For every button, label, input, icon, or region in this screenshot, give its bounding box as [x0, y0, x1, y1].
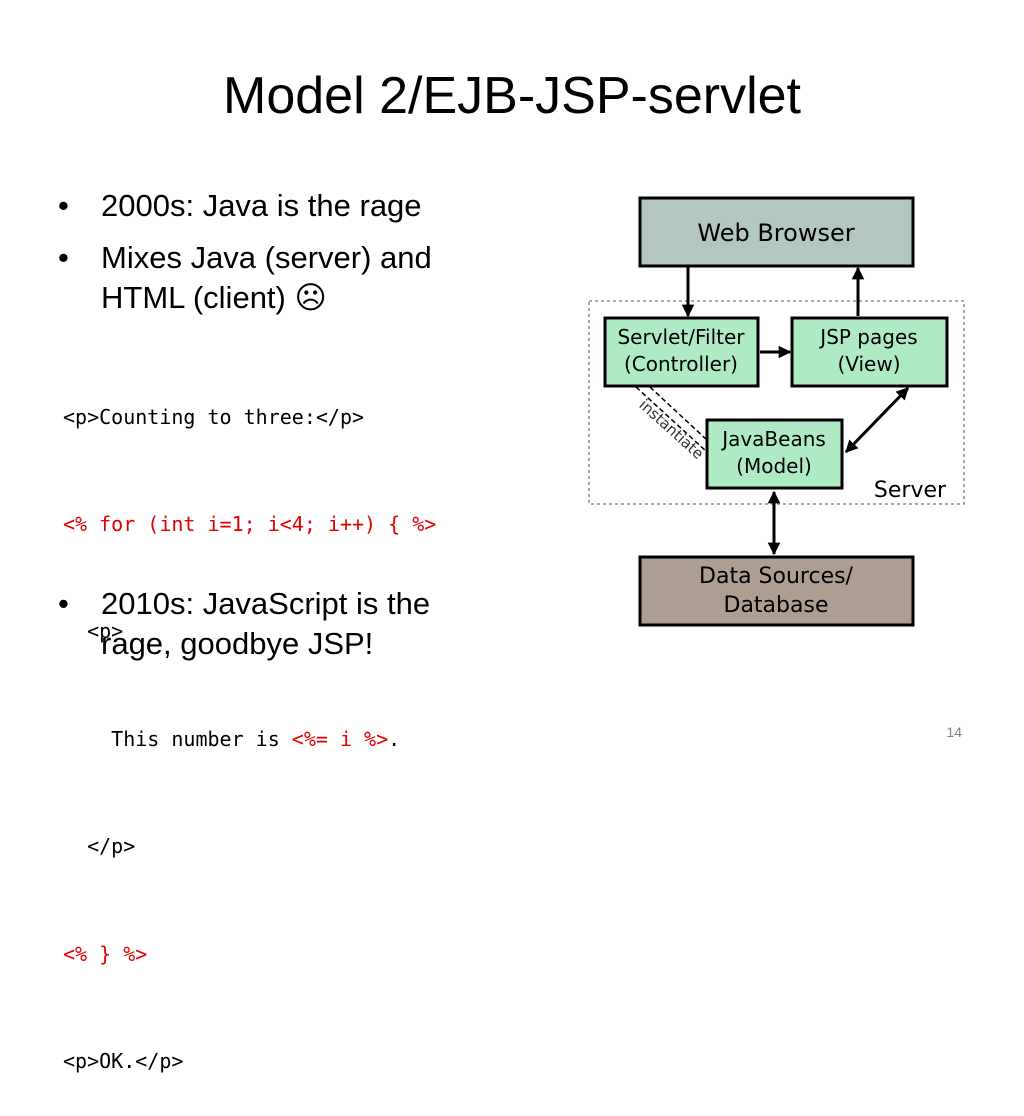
- code-line-1: <p>Counting to three:</p>: [63, 404, 365, 429]
- code-line-4-period: .: [388, 726, 401, 751]
- jsp-pages-box: [790, 316, 949, 388]
- architecture-diagram: Server Web Browser Servlet/Filter (Contr…: [588, 196, 965, 627]
- web-browser-box: [638, 196, 915, 268]
- jsp-pages-label-line1: JSP pages: [818, 325, 917, 349]
- servlet-filter-label-line2: (Controller): [624, 352, 738, 376]
- server-label: Server: [874, 478, 947, 503]
- javabeans-box: [705, 418, 844, 490]
- server-container: [588, 300, 965, 505]
- frown-icon: ☹: [294, 280, 327, 315]
- bullet-2: • Mixes Java (server) and HTML (client) …: [58, 238, 508, 318]
- bullet-text-line1: 2010s: JavaScript is the: [101, 586, 431, 621]
- bullet-text: 2000s: Java is the rage: [101, 188, 422, 223]
- instantiate-connector: [635, 386, 708, 453]
- jsp-javabeans-arrow: [844, 386, 910, 454]
- bullet-marker: •: [58, 188, 69, 223]
- instantiate-connector-inner: [649, 386, 708, 441]
- bullet-marker: •: [58, 586, 69, 621]
- servlet-filter-box: [603, 316, 760, 388]
- bullet-text-line1: Mixes Java (server) and: [101, 240, 432, 275]
- code-line-6: <% } %>: [63, 941, 148, 966]
- slide-title: Model 2/EJB-JSP-servlet: [223, 67, 801, 125]
- servlet-filter-label-line1: Servlet/Filter: [617, 325, 745, 349]
- bullet-text-line2: HTML (client): [101, 280, 286, 315]
- code-line-4-text: This number is: [63, 726, 292, 751]
- bullet-3: • 2010s: JavaScript is the rage, goodbye…: [58, 584, 508, 664]
- code-line-5: </p>: [63, 834, 136, 859]
- javabeans-label-line2: (Model): [736, 454, 812, 478]
- javabeans-label-line1: JavaBeans: [720, 427, 826, 451]
- database-label-line1: Data Sources/: [699, 564, 854, 589]
- jsp-pages-label-line2: (View): [837, 352, 900, 376]
- code-line-2: <% for (int i=1; i<4; i++) { %>: [63, 511, 437, 536]
- bullet-marker: •: [58, 240, 69, 275]
- database-label-line2: Database: [724, 593, 829, 618]
- code-line-7: <p>OK.</p>: [63, 1048, 184, 1073]
- code-line-4: This number is <%= i %>.: [63, 722, 436, 758]
- bullet-text-line2: rage, goodbye JSP!: [101, 626, 374, 661]
- code-line-4-expression: <%= i %>: [291, 726, 389, 751]
- page-number: 14: [946, 724, 962, 740]
- code-line-3: <p>: [63, 619, 124, 644]
- database-box: [638, 555, 915, 627]
- instantiate-label: instantiate: [635, 396, 707, 463]
- bullet-1: • 2000s: Java is the rage: [58, 186, 508, 226]
- web-browser-label: Web Browser: [697, 219, 854, 247]
